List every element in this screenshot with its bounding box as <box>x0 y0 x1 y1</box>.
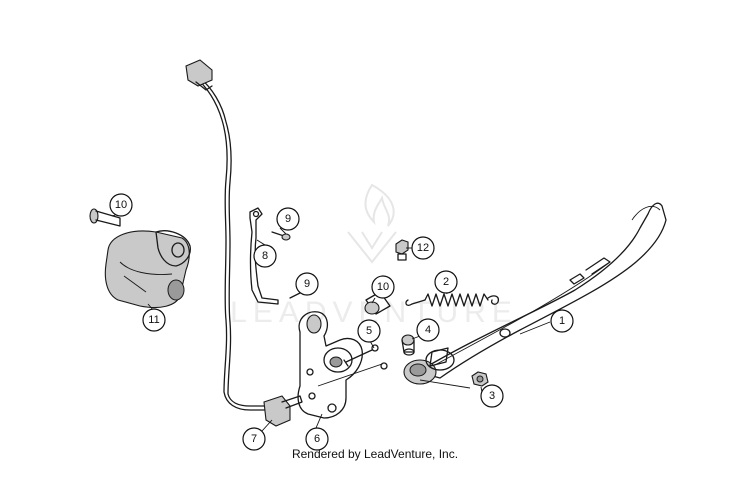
svg-text:3: 3 <box>489 390 495 402</box>
cover-part-11 <box>104 230 191 309</box>
svg-text:10: 10 <box>377 281 389 293</box>
spring <box>405 293 500 307</box>
callout-10-left: 10 <box>109 193 133 217</box>
callout-8: 8 <box>253 244 277 268</box>
watermark-logo <box>347 183 397 264</box>
callout-5: 5 <box>357 319 381 343</box>
bracket-part-6 <box>297 311 388 419</box>
nut-part-12 <box>395 239 409 261</box>
svg-text:12: 12 <box>417 242 429 254</box>
screw-part-9-top <box>271 231 291 241</box>
svg-text:4: 4 <box>425 324 431 336</box>
sensor-part-7 <box>185 59 303 427</box>
cable-clip-part-8 <box>249 207 279 305</box>
callout-10-middle: 10 <box>371 275 395 299</box>
svg-text:11: 11 <box>148 314 159 326</box>
callout-1: 1 <box>550 309 574 333</box>
callout-9-lower: 9 <box>295 272 319 296</box>
svg-text:2: 2 <box>443 276 449 288</box>
svg-text:5: 5 <box>366 325 372 337</box>
svg-text:8: 8 <box>262 250 268 262</box>
svg-text:1: 1 <box>559 315 565 327</box>
callout-9-top: 9 <box>276 207 300 231</box>
callout-2: 2 <box>434 270 458 294</box>
side-stand-leg <box>403 202 667 389</box>
bolt-part-10-left <box>89 208 121 227</box>
callout-4: 4 <box>416 318 440 342</box>
svg-text:7: 7 <box>251 433 257 445</box>
svg-text:9: 9 <box>304 278 310 290</box>
nut-part-3 <box>471 371 489 387</box>
callout-11: 11 <box>142 308 166 332</box>
svg-text:9: 9 <box>285 213 291 225</box>
svg-text:6: 6 <box>314 433 320 445</box>
callout-7: 7 <box>242 427 266 451</box>
credit-text: Rendered by LeadVenture, Inc. <box>291 447 459 461</box>
bushing-part-4 <box>401 334 415 356</box>
callout-6: 6 <box>305 427 329 451</box>
screw-part-5 <box>343 344 379 367</box>
svg-text:10: 10 <box>115 199 127 211</box>
callout-3: 3 <box>480 384 504 408</box>
callout-12: 12 <box>411 236 435 260</box>
